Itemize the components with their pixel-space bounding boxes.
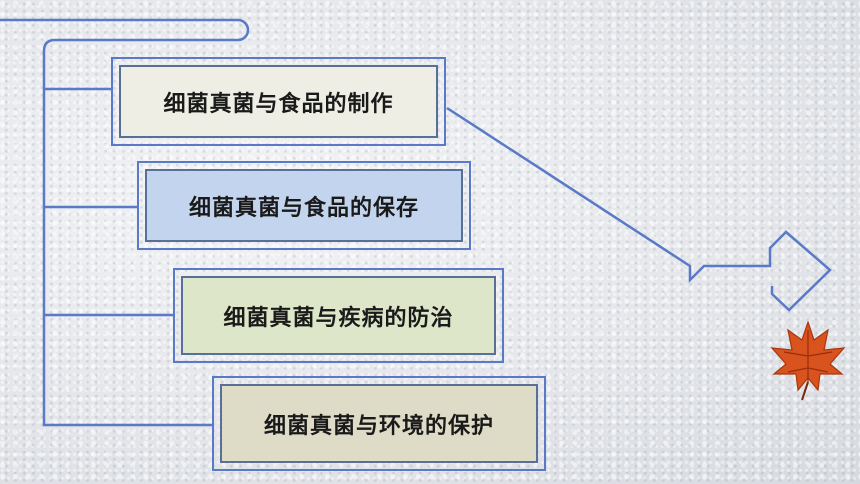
- topic-card-environment-protection[interactable]: 细菌真菌与环境的保护: [212, 376, 546, 471]
- topic-label: 细菌真菌与食品的制作: [119, 65, 438, 138]
- maple-leaf-icon: [770, 320, 846, 401]
- topic-label: 细菌真菌与环境的保护: [220, 384, 538, 463]
- topic-card-food-production[interactable]: 细菌真菌与食品的制作: [111, 57, 446, 146]
- topic-card-food-preservation[interactable]: 细菌真菌与食品的保存: [137, 161, 471, 250]
- topic-label: 细菌真菌与食品的保存: [145, 169, 463, 242]
- arrow-icon: [446, 106, 832, 312]
- topic-card-disease-prevention[interactable]: 细菌真菌与疾病的防治: [173, 268, 504, 363]
- top-bracket-line: [0, 18, 250, 427]
- topic-label: 细菌真菌与疾病的防治: [181, 276, 496, 355]
